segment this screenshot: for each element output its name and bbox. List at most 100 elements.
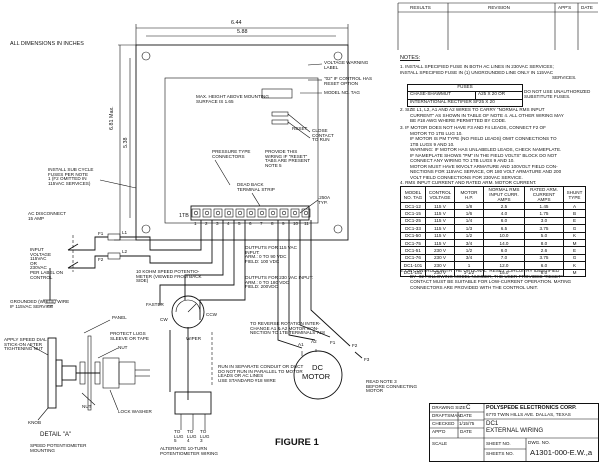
table-cell: E	[563, 216, 586, 226]
terminal-screw	[259, 210, 265, 216]
table-cell: DC1-51	[400, 246, 426, 255]
terminal-screw	[237, 210, 243, 216]
table-cell: 3/4	[454, 238, 484, 248]
terminal-block	[191, 208, 201, 218]
terminal-screw	[281, 210, 287, 216]
wire-label-f1: F1	[98, 231, 104, 236]
table-cell: M	[563, 238, 586, 248]
revision-header-lines	[397, 2, 598, 50]
terminal-screw	[248, 210, 254, 216]
terminal-screw	[193, 210, 199, 216]
callout-nut-bottom: NUT	[82, 404, 92, 409]
terminal-screw	[303, 210, 309, 216]
label-1tb: 1TB	[179, 213, 189, 219]
header-apps: APP'S	[558, 5, 572, 10]
company-address: 6770 TWIN HILLS AVE. DALLAS, TEXAS	[486, 412, 571, 417]
terminal-number: 2	[205, 221, 208, 226]
terminal-block	[257, 208, 267, 218]
terminal-screw	[270, 210, 276, 216]
table-cell: 115 V	[425, 209, 455, 218]
callout-reverse-rotation: TO REVERSE ROTATION INTER-CHANGE A1 & A2…	[250, 321, 325, 336]
table-cell: 115 V	[425, 224, 455, 233]
leader-lines	[99, 63, 323, 214]
table-cell: 6.0	[483, 216, 525, 226]
dimension-lines	[114, 24, 349, 241]
table-cell: G	[563, 224, 586, 233]
table-cell: 6.5	[483, 224, 525, 233]
terminal-block	[235, 208, 245, 218]
terminal-number: 3	[216, 221, 219, 226]
table-cell: DC1-25	[400, 216, 426, 226]
terminal-screw	[226, 210, 232, 216]
table-cell: 3.75	[524, 253, 564, 263]
wiring	[43, 220, 363, 400]
control-chassis	[135, 44, 349, 241]
dim-height-inner: 5.38	[123, 137, 129, 149]
wire-label-f2: F2	[98, 257, 104, 262]
table-cell: 115 V	[425, 231, 455, 240]
company-name: POLYSPEDE ELECTRONICS CORP.	[486, 405, 577, 411]
drawing-title-2: EXTERNAL WIRING	[486, 427, 544, 434]
callout-nut-top: NUT	[118, 345, 128, 350]
table-cell: 7.0	[483, 253, 525, 263]
motor-term-f2: F2	[352, 343, 358, 348]
terminal-number: 8	[271, 221, 274, 226]
note-2: 2. SIZE L1, L2, A1 AND A2 WIRES TO CARRY…	[400, 107, 564, 124]
terminal-number: 7	[260, 221, 263, 226]
table-cell: 1.45	[524, 201, 564, 211]
wire-label-l1: L1	[122, 230, 128, 235]
callout-panel: PANEL	[112, 315, 127, 320]
label-faster: FASTER	[146, 302, 164, 307]
table-cell: B	[563, 209, 586, 218]
table-cell: 1/4	[454, 216, 484, 226]
table-cell: 1/8	[454, 201, 484, 211]
table-cell: DC1-33	[400, 224, 426, 233]
table-cell: DC1-76	[400, 253, 426, 263]
table-cell: 14.0	[483, 238, 525, 248]
table-header-row: MODEL NO. TAG CONTROL VOLTAGE MOTOR H.P.…	[400, 186, 586, 203]
dim-width-outer: 6.44	[231, 20, 242, 26]
callout-knob: KNOB	[28, 420, 42, 425]
callout-outputs-230: OUTPUTS FOR 230 VAC INPUT:ARM.: 0 TO 180…	[245, 275, 314, 290]
callout-pot-10k: 10 KOHM SPEED POTENTIO-METER (VIEWED FRO…	[136, 269, 202, 284]
note-5: 5. ON CONTROLS WITH THE OPTIONAL "RESET"…	[400, 268, 572, 290]
terminal-number: 6	[249, 221, 252, 226]
callout-model-tag: MODEL NO. TAG	[324, 90, 360, 95]
header-revision: REVISION	[488, 5, 510, 10]
dc-motor	[293, 349, 343, 400]
drawing-title-1: DC1	[486, 420, 499, 427]
callout-lock-washer: LOCK WASHER	[118, 409, 152, 414]
terminal-number: 5	[238, 221, 241, 226]
terminal-screw	[215, 210, 221, 216]
terminal-number: 1	[194, 221, 197, 226]
table-cell: 115 V	[425, 201, 455, 211]
table-cell: 230 V	[425, 246, 455, 255]
terminal-block	[268, 208, 278, 218]
note-3: 3. IF MOTOR DOES NOT HAVE F3 AND F4 LEAD…	[400, 125, 562, 180]
notes-title: NOTES:	[400, 55, 421, 61]
table-cell: G	[563, 253, 586, 263]
table-cell: 6.0	[483, 246, 525, 255]
table-cell: A	[563, 201, 586, 211]
table-cell: 3.0	[524, 216, 564, 226]
detail-a-mounting	[29, 319, 150, 421]
